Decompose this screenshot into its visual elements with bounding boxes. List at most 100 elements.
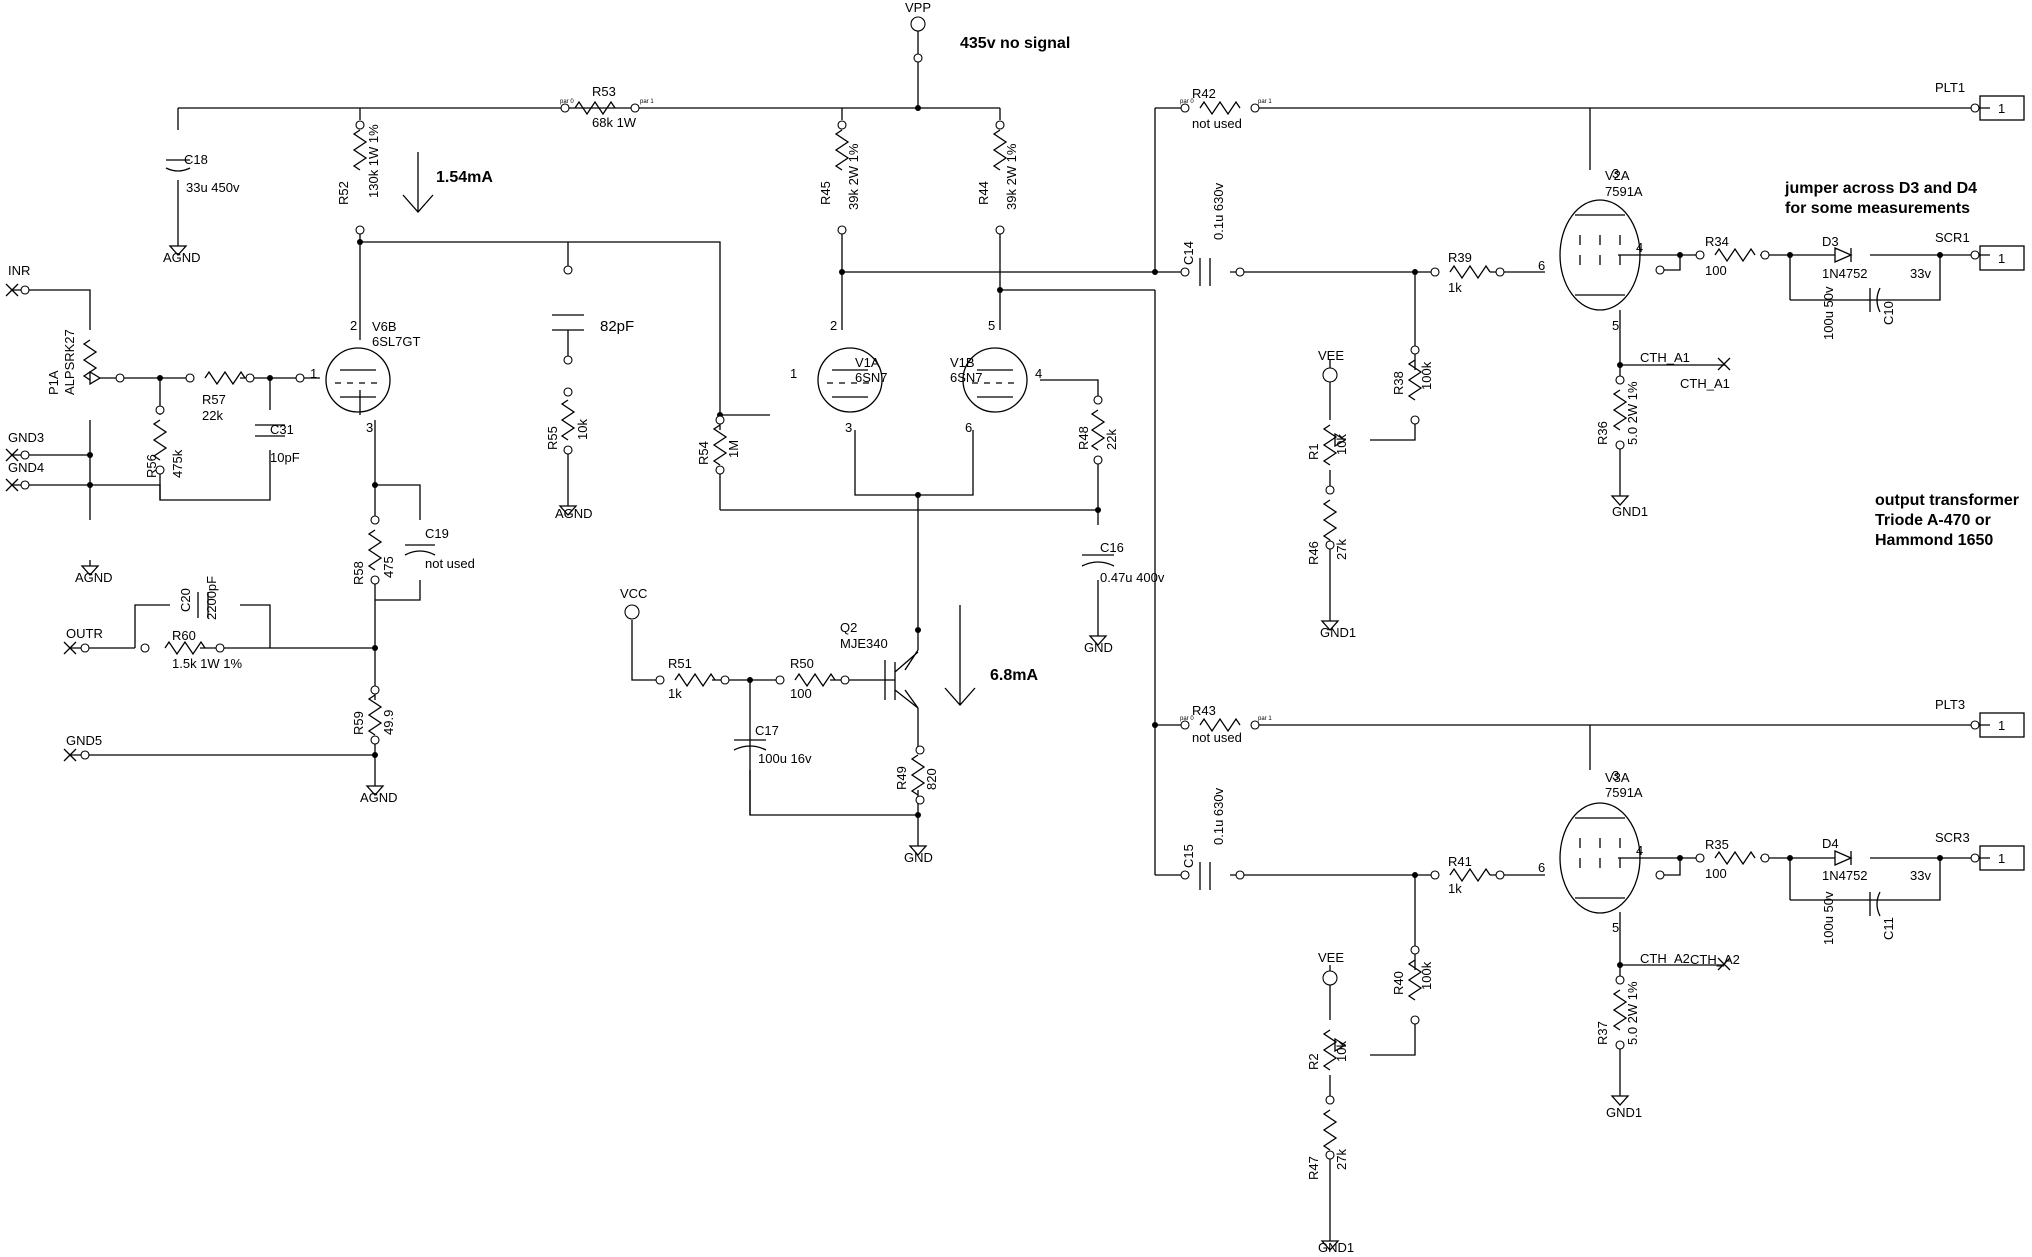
r53-par0: par 0 [560,99,574,105]
c31-ref: C31 [270,422,294,437]
net-gnd1-d: GND1 [1318,1240,1354,1255]
c10-ref: C10 [1881,301,1896,325]
current-arrow-2 [944,605,976,706]
v6b-tube [325,347,391,413]
r56-ref: R56 [144,454,159,478]
port-inr: INR [8,263,30,278]
net-vee-2: VEE [1318,950,1344,965]
r43-par0: par 0 [1180,716,1194,722]
port-gnd3: GND3 [8,430,44,445]
net-vpp: VPP [905,0,931,15]
q2-transistor [885,651,919,709]
wire-cth-a1: CTH_A1 [1640,350,1690,365]
v1b-tube [962,347,1028,413]
d3-rating: 33v [1910,266,1931,281]
r1-value: 10k [1334,434,1349,455]
plt3-box-label: 1 [1998,718,2005,733]
r53-value: 68k 1W [592,115,637,130]
r51-ref: R51 [668,656,692,671]
r47-value: 27k [1334,1149,1349,1170]
net-gnd1-c: GND1 [1606,1105,1642,1120]
plt3-box [1979,712,2025,738]
net-vcc: VCC [620,586,647,601]
r53-par1: par 1 [640,99,654,105]
r53-ref: R53 [592,84,616,99]
v2a-value: 7591A [1605,184,1643,199]
r59-value: 49.9 [381,710,396,735]
scr1-box [1979,245,2025,271]
r60-value: 1.5k 1W 1% [172,656,243,671]
r34-ref: R34 [1705,234,1729,249]
c16-value: 0.47u 400v [1100,570,1165,585]
vpp-note: 435v no signal [960,35,1070,52]
r42-value: not used [1192,116,1242,131]
v1a-pin-1: 1 [790,366,797,381]
r58-ref: R58 [351,561,366,585]
net-gnd1-b: GND1 [1320,625,1356,640]
v1b-pin-5: 5 [988,318,995,333]
r2-ref: R2 [1306,1053,1321,1070]
r45-value: 39k 2W 1% [846,143,861,210]
c18-value: 33u 450v [186,180,240,195]
vpp-terminal [910,16,926,32]
vcc-terminal [624,604,640,620]
d3-ref: D3 [1822,234,1839,249]
r40-value: 100k [1419,961,1434,990]
c16-ref: C16 [1100,540,1124,555]
p1a-ref: P1A [46,370,61,395]
r46-value: 27k [1334,539,1349,560]
v3a-tube [1559,802,1641,914]
symbols [5,16,2025,1251]
r39-value: 1k [1448,280,1462,295]
v2a-ref: V2A [1605,168,1630,183]
r35-value: 100 [1705,866,1727,881]
v1b-pin-6: 6 [965,420,972,435]
net-agnd-1: AGND [163,250,201,265]
port-cth-a2: CTH_A2 [1690,952,1740,967]
r34-value: 100 [1705,263,1727,278]
v3a-pin-4: 4 [1636,843,1643,858]
r55-ref: R55 [545,426,560,450]
wires [12,30,1990,1235]
v6b-pin-3: 3 [366,420,373,435]
r39-ref: R39 [1448,250,1472,265]
q2-ref: Q2 [840,620,857,635]
net-gnd-c16: GND [1084,640,1113,655]
r42-par0: par 0 [1180,99,1194,105]
c11-value: 100u 50v [1821,891,1836,945]
r40-ref: R40 [1391,971,1406,995]
r50-ref: R50 [790,656,814,671]
v2a-pin-4: 4 [1636,240,1643,255]
r56-value: 475k [170,449,185,478]
port-plt1: PLT1 [1935,80,1965,95]
v6b-ref: V6B [372,319,397,334]
port-plt3: PLT3 [1935,697,1965,712]
c18-ref: C18 [184,152,208,167]
net-agnd-4: AGND [360,790,398,805]
r38-ref: R38 [1391,371,1406,395]
scr1-box-label: 1 [1998,251,2005,266]
net-gnd1-a: GND1 [1612,504,1648,519]
wire-cth-a2: CTH_A2 [1640,951,1690,966]
r45-ref: R45 [818,181,833,205]
c17-value: 100u 16v [758,751,812,766]
c20-value: 2200pF [204,576,219,620]
r46-ref: R46 [1306,541,1321,565]
c14-ref: C14 [1181,241,1196,265]
r43-value: not used [1192,730,1242,745]
r52-value: 130k 1W 1% [366,124,381,198]
c17-ref: C17 [755,723,779,738]
plt1-box [1979,95,2025,121]
v3a-ref: V3A [1605,770,1630,785]
v1a-pin-3: 3 [845,420,852,435]
net-vee-1: VEE [1318,348,1344,363]
v1b-pin-4: 4 [1035,366,1042,381]
c11-ref: C11 [1881,917,1896,940]
r50-value: 100 [790,686,812,701]
c20-ref: C20 [178,588,193,612]
c18-symbol [165,159,191,172]
c82pf-value: 82pF [600,318,634,335]
v6b-value: 6SL7GT [372,334,420,349]
r38-value: 100k [1419,361,1434,390]
